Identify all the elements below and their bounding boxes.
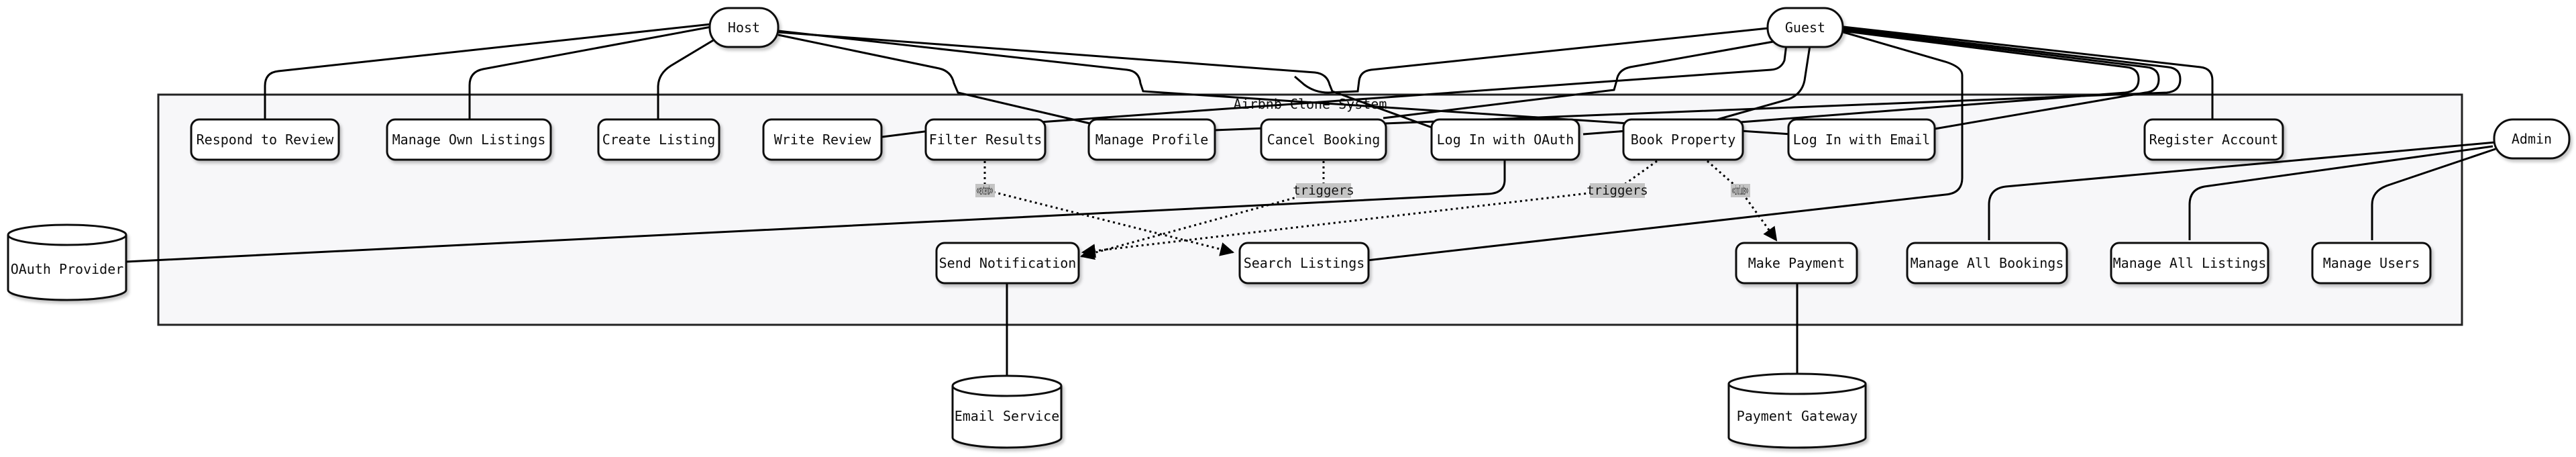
use-case-write-review-label: Write Review [774, 132, 871, 148]
edge-admin-manage-all-listings [2188, 145, 2493, 240]
actor-admin-label: Admin [2512, 131, 2552, 147]
use-case-manage-own-listings-label: Manage Own Listings [392, 132, 546, 148]
use-case-make-payment-label: Make Payment [1748, 255, 1845, 271]
external-payment-gateway[interactable]: Payment Gateway [1727, 372, 1867, 449]
use-case-create-listing[interactable]: Create Listing [597, 118, 720, 161]
use-case-make-payment[interactable]: Make Payment [1735, 242, 1858, 285]
use-case-login-email-label: Log In with Email [1793, 132, 1931, 148]
use-case-manage-all-bookings-label: Manage All Bookings [1911, 255, 2064, 271]
edge-labels: <<extend>> triggers triggers <<include>> [975, 183, 1750, 198]
use-case-respond-review-label: Respond to Review [197, 132, 335, 148]
edge-host-create-listing [657, 36, 718, 121]
edge-guest-manage-profile [1214, 27, 2182, 132]
edge-host-manage-profile [777, 34, 1091, 125]
edge-host-manage-own-listings [468, 26, 712, 121]
external-email-service-label: Email Service [955, 408, 1060, 424]
use-case-search-listings-label: Search Listings [1244, 255, 1365, 271]
use-case-book-property-label: Book Property [1631, 132, 1736, 148]
external-oauth-provider[interactable]: OAuth Provider [7, 223, 127, 301]
edge-guest-book-property [1717, 45, 1811, 121]
external-payment-gateway-label: Payment Gateway [1737, 408, 1858, 424]
associations [125, 23, 2496, 378]
use-case-search-listings[interactable]: Search Listings [1238, 242, 1370, 285]
external-oauth-provider-label: OAuth Provider [11, 261, 124, 277]
edge-host-login-oauth [777, 31, 1436, 130]
use-case-manage-profile-label: Manage Profile [1095, 132, 1209, 148]
use-case-register-account-label: Register Account [2149, 132, 2279, 148]
use-case-manage-own-listings[interactable]: Manage Own Listings [386, 118, 552, 161]
edge-guest-cancel-booking [1383, 34, 1812, 119]
use-case-manage-users-label: Manage Users [2323, 255, 2420, 271]
external-email-service[interactable]: Email Service [951, 374, 1063, 449]
use-case-cancel-booking-label: Cancel Booking [1267, 132, 1381, 148]
actor-admin[interactable]: Admin [2493, 118, 2571, 160]
use-case-filter-results-label: Filter Results [929, 132, 1042, 148]
edge-guest-login-email [1843, 28, 2160, 130]
edge-guest-filter-results [1294, 27, 1769, 94]
edge-label-filter-extends: <<extend>> [977, 183, 993, 198]
edge-admin-manage-all-bookings [1988, 141, 2496, 240]
use-case-login-oauth-label: Log In with OAuth [1437, 132, 1574, 148]
edge-host-respond-review [264, 23, 712, 121]
edge-guest-search-listings [1366, 31, 1964, 262]
use-case-filter-results[interactable]: Filter Results [924, 118, 1046, 161]
use-case-login-oauth[interactable]: Log In with OAuth [1430, 118, 1580, 161]
edge-guest-register-account [1843, 26, 2214, 121]
edge-label-cancel-triggers: triggers [1293, 183, 1354, 198]
edge-label-book-triggers: triggers [1587, 183, 1648, 198]
edge-admin-manage-users [2371, 148, 2496, 240]
edge-login-oauth-oauth-provider [125, 156, 1506, 263]
use-case-create-listing-label: Create Listing [602, 132, 716, 148]
edge-label-book-includes: <<include>> [1732, 183, 1748, 198]
use-case-manage-all-bookings[interactable]: Manage All Bookings [1906, 242, 2068, 285]
actor-guest-label: Guest [1785, 19, 1825, 36]
use-case-send-notification-label: Send Notification [939, 255, 1077, 271]
use-case-manage-all-listings-label: Manage All Listings [2113, 255, 2267, 271]
actor-guest[interactable]: Guest [1766, 7, 1844, 48]
use-case-write-review[interactable]: Write Review [762, 118, 883, 161]
use-case-respond-review[interactable]: Respond to Review [190, 118, 340, 161]
use-case-manage-profile[interactable]: Manage Profile [1087, 118, 1216, 161]
use-case-register-account[interactable]: Register Account [2143, 118, 2284, 161]
use-case-send-notification[interactable]: Send Notification [935, 242, 1080, 285]
use-case-cancel-booking[interactable]: Cancel Booking [1260, 118, 1387, 161]
use-case-manage-all-listings[interactable]: Manage All Listings [2110, 242, 2269, 285]
use-case-book-property[interactable]: Book Property [1622, 118, 1744, 161]
edge-guest-login-oauth [1582, 30, 2140, 136]
use-case-login-email[interactable]: Log In with Email [1787, 118, 1936, 161]
actor-host-label: Host [728, 19, 760, 36]
edge-host-login-email [777, 30, 1792, 136]
use-case-manage-users[interactable]: Manage Users [2311, 242, 2432, 285]
edge-guest-write-review [881, 44, 1788, 138]
actor-host[interactable]: Host [708, 7, 780, 48]
